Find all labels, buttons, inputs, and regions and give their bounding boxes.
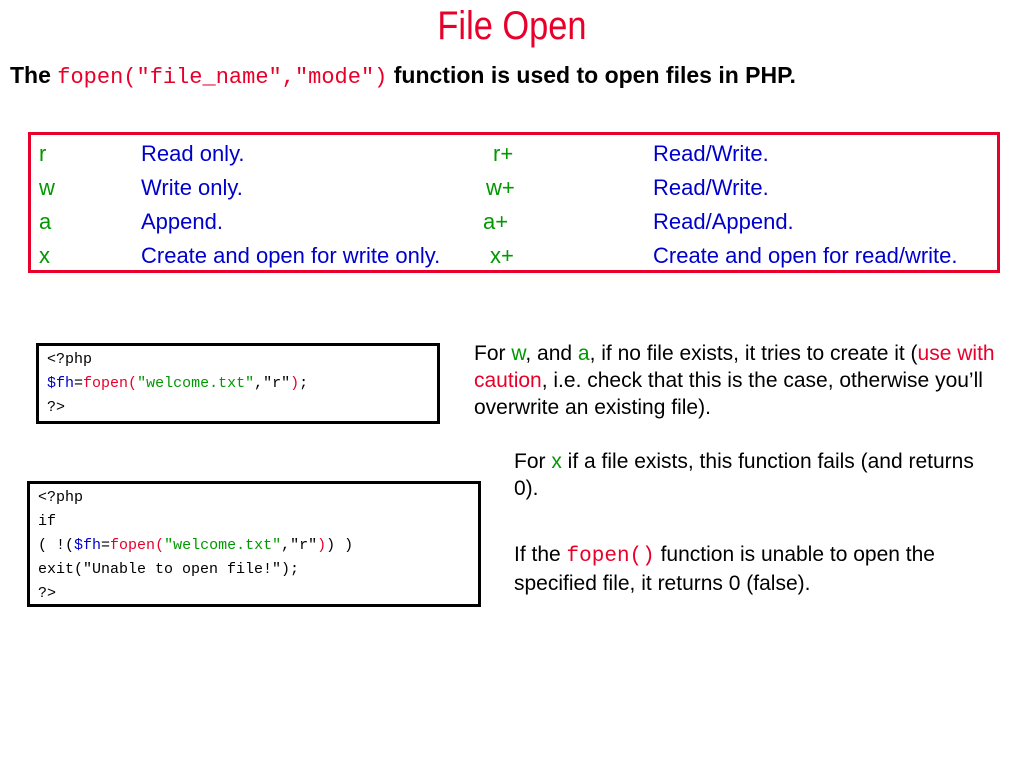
page-title: File Open	[437, 4, 587, 48]
code-comma: ,	[281, 537, 291, 554]
code-paren: )	[290, 375, 300, 392]
mode-highlight: a	[577, 342, 590, 365]
mode-key: w	[39, 175, 55, 200]
code-line: <?php	[38, 489, 84, 506]
code-function: fopen	[83, 375, 129, 392]
modes-table: r Read only. w Write only. a Append. x C…	[28, 132, 1000, 273]
code-line: ( !($fh=fopen("welcome.txt","r")) )	[38, 534, 470, 558]
inline-code: fopen()	[566, 545, 655, 568]
mode-key: x+	[490, 243, 514, 268]
mode-desc: Write only.	[141, 175, 243, 200]
code-comma: ,	[254, 375, 264, 392]
note-text: For	[514, 450, 552, 473]
mode-key: a+	[483, 209, 509, 234]
note-failure-return: If the fopen() function is unable to ope…	[514, 541, 1004, 597]
code-line: exit("Unable to open file!");	[38, 561, 300, 578]
code-example-basic: <?php $fh=fopen("welcome.txt","r"); ?>	[36, 343, 440, 424]
caution-highlight: use with caution	[474, 342, 995, 392]
code-line: <?php	[47, 351, 93, 368]
code-paren: )	[317, 537, 327, 554]
intro-open-paren: (	[123, 65, 137, 90]
mode-key: r	[39, 141, 47, 166]
code-variable: $fh	[74, 537, 102, 554]
mode-desc: Read/Write.	[653, 141, 769, 166]
code-line: $fh=fopen("welcome.txt","r");	[47, 372, 429, 396]
code-text: ( !(	[38, 537, 75, 554]
intro-arg2: "mode"	[294, 65, 375, 90]
code-semicolon: ;	[299, 375, 309, 392]
note-text: , and	[525, 342, 578, 365]
note-text: , if no file exists, it tries to create …	[589, 342, 918, 365]
code-string: "welcome.txt"	[164, 537, 282, 554]
intro-func-name: fopen	[57, 65, 124, 90]
code-string: "r"	[263, 375, 291, 392]
code-text: ) )	[326, 537, 354, 554]
mode-key: w+	[486, 175, 515, 200]
mode-desc: Create and open for write only.	[141, 243, 441, 268]
intro-sentence: The fopen("file_name","mode") function i…	[10, 62, 796, 90]
code-example-error-check: <?php if ( !($fh=fopen("welcome.txt","r"))…	[27, 481, 481, 607]
intro-arg1: "file_name"	[136, 65, 282, 90]
code-variable: $fh	[47, 375, 75, 392]
code-function: fopen	[110, 537, 156, 554]
mode-desc: Append.	[141, 209, 223, 234]
note-x-mode: For x if a file exists, this function fa…	[514, 448, 984, 502]
note-text: function is unable to open the specified…	[514, 543, 935, 595]
intro-suffix: function is used to open files in PHP.	[393, 62, 796, 88]
mode-highlight: x	[551, 450, 562, 473]
code-line: if	[38, 513, 57, 530]
mode-highlight: w	[511, 342, 526, 365]
intro-prefix: The	[10, 62, 51, 88]
intro-close-paren: )	[374, 65, 388, 90]
code-line: ?>	[38, 585, 57, 602]
code-string: "welcome.txt"	[137, 375, 255, 392]
mode-key: a	[39, 209, 52, 234]
mode-desc: Read only.	[141, 141, 245, 166]
mode-key: r+	[493, 141, 514, 166]
mode-desc: Read/Append.	[653, 209, 794, 234]
code-paren: (	[155, 537, 165, 554]
mode-desc: Create and open for read/write.	[653, 243, 958, 268]
intro-function-signature: fopen("file_name","mode")	[57, 65, 387, 90]
code-operator: =	[101, 537, 111, 554]
code-paren: (	[128, 375, 138, 392]
note-text: If the	[514, 543, 567, 566]
mode-desc: Read/Write.	[653, 175, 769, 200]
note-text: , i.e. check that this is the case, othe…	[474, 369, 983, 419]
code-line: ?>	[47, 399, 66, 416]
mode-key: x	[39, 243, 50, 268]
code-string: "r"	[290, 537, 318, 554]
intro-comma: ,	[281, 65, 295, 90]
note-text: For	[474, 342, 512, 365]
note-create-behavior: For w, and a, if no file exists, it trie…	[474, 340, 1004, 421]
note-text: if a file exists, this function fails (a…	[514, 450, 974, 500]
code-operator: =	[74, 375, 84, 392]
